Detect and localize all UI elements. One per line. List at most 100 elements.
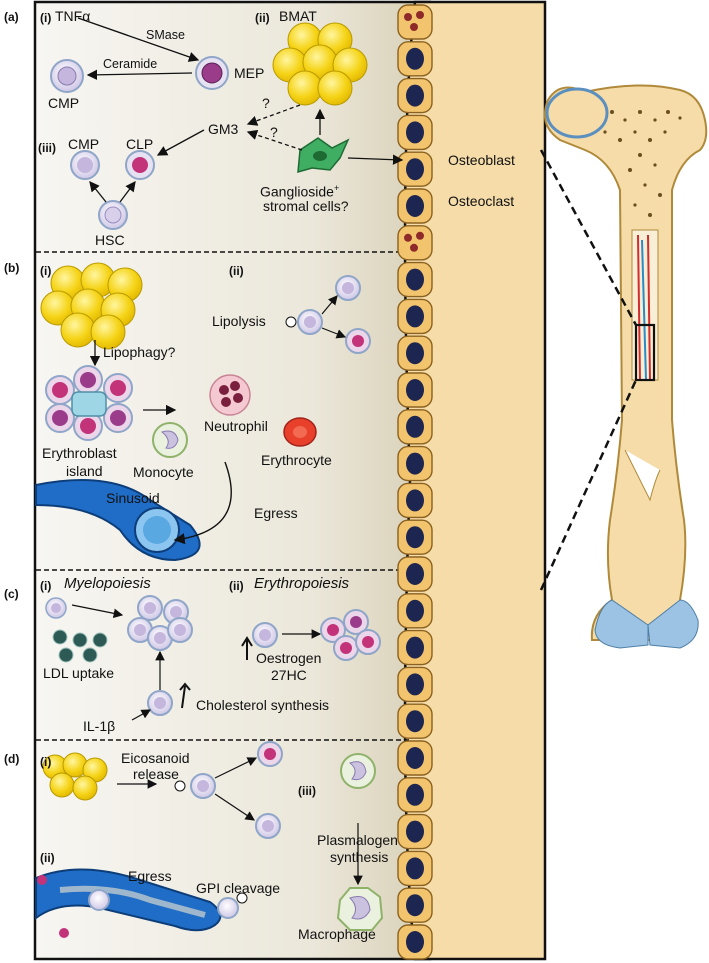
panel-b-i: (i) xyxy=(40,264,52,278)
sinusoid-label: Sinusoid xyxy=(106,490,160,506)
osteoclast-nucleus xyxy=(410,243,418,252)
ldl-particles xyxy=(52,629,108,663)
femur-illustration xyxy=(544,84,708,649)
monocyte-d xyxy=(340,753,376,789)
sinusoid-vessel xyxy=(35,479,201,562)
synthesis-label: synthesis xyxy=(330,849,389,865)
osteoblast-nucleus xyxy=(406,820,424,843)
egressed-cell-d xyxy=(217,897,239,919)
osteoblast-label: Osteoblast xyxy=(448,152,515,168)
osteoblast-nucleus xyxy=(406,452,424,475)
question-mark-1: ? xyxy=(262,95,270,111)
panel-a-graphics xyxy=(50,17,404,230)
osteoblast-nucleus xyxy=(406,84,424,107)
bmat-cluster xyxy=(272,22,368,106)
zoom-line-top xyxy=(539,149,638,326)
panel-b-graphics xyxy=(35,262,371,562)
panel-b-tag: (b) xyxy=(4,261,20,275)
erythroblast-label: Erythroblast xyxy=(42,445,117,461)
lipophagy-label: Lipophagy? xyxy=(103,344,176,360)
panel-a-i: (i) xyxy=(40,11,52,25)
panel-c-i: (i) xyxy=(40,579,52,593)
gpi-label: GPI cleavage xyxy=(196,880,281,896)
panel-d-ii: (ii) xyxy=(40,851,55,865)
panel-d-graphics xyxy=(35,741,384,938)
cmp-label-2: CMP xyxy=(68,136,100,152)
mep-nucleus xyxy=(201,62,223,84)
osteoblast-nucleus xyxy=(406,710,424,733)
panel-c-graphics xyxy=(45,595,381,721)
stromal-label: stromal cells? xyxy=(263,198,349,214)
gm3-label: GM3 xyxy=(208,121,239,137)
osteoblast-nucleus xyxy=(406,783,424,806)
erythropoiesis-label: Erythropoiesis xyxy=(254,575,350,592)
osteoblast-nucleus xyxy=(406,747,424,769)
osteoclast-cell xyxy=(397,4,433,40)
cmp-label: CMP xyxy=(48,95,80,111)
cholesterol-label: Cholesterol synthesis xyxy=(196,697,330,713)
monocyte-cell xyxy=(152,422,188,458)
ganglioside-plus: + xyxy=(333,183,340,193)
lipid-droplet xyxy=(285,316,297,328)
adipocyte-cluster-d xyxy=(42,752,108,801)
egress-arrow-b xyxy=(173,461,232,545)
blood-vessel-d xyxy=(35,868,222,938)
ceramide-label: Ceramide xyxy=(103,57,158,71)
il1b-label: IL-1β xyxy=(83,718,116,734)
island-label: island xyxy=(66,463,103,479)
eicosanoid-label: Eicosanoid xyxy=(121,750,190,766)
release-label: release xyxy=(133,766,179,782)
hsc-label: HSC xyxy=(95,232,125,248)
osteoblast-nucleus xyxy=(406,563,424,585)
neutrophil-label: Neutrophil xyxy=(204,418,268,434)
panel-d-tag: (d) xyxy=(4,752,20,766)
osteoclast-nucleus xyxy=(410,23,418,31)
osteoblast-nucleus xyxy=(406,636,424,659)
panel-d-i: (i) xyxy=(40,755,52,769)
tnf-label: TNFα xyxy=(55,8,91,24)
osteoclast-cell xyxy=(397,225,433,261)
macrophage-cell xyxy=(336,887,384,931)
femoral-head xyxy=(545,87,609,139)
lateral-condyle xyxy=(647,599,699,649)
panel-c-tag: (c) xyxy=(4,587,19,601)
osteoclast-nucleus xyxy=(404,233,412,242)
bmat-label: BMAT xyxy=(279,8,317,24)
osteoblast-nucleus xyxy=(406,121,424,144)
osteoblast-nucleus xyxy=(406,857,424,880)
question-mark-2: ? xyxy=(270,124,278,140)
plasmalogen-label: Plasmalogen xyxy=(317,832,398,848)
myelopoiesis-label: Myelopoiesis xyxy=(64,575,151,592)
smase-label: SMase xyxy=(146,28,185,42)
osteoblast-nucleus xyxy=(406,894,424,917)
zoom-box xyxy=(634,323,656,382)
panel-a-iii: (iii) xyxy=(38,141,56,155)
osteoblast-nucleus xyxy=(406,158,424,181)
clp-label: CLP xyxy=(126,136,154,152)
osteoblast-nucleus xyxy=(406,526,424,549)
panel-b-ii: (ii) xyxy=(229,264,244,278)
erythroblast-island xyxy=(45,365,133,441)
oestrogen-label: Oestrogen xyxy=(256,650,322,666)
osteoblast-nucleus xyxy=(406,195,424,217)
adipocyte-cluster-b xyxy=(40,262,143,350)
osteoblast-nucleus xyxy=(406,489,424,512)
macrophage-label: Macrophage xyxy=(298,926,376,942)
cmp-nucleus xyxy=(57,66,77,86)
osteoclast-nucleus xyxy=(416,11,424,19)
osteoblast-nucleus xyxy=(406,47,424,70)
osteoblast-nucleus xyxy=(406,342,424,365)
monocyte-label: Monocyte xyxy=(133,464,194,480)
osteoblast-nucleus xyxy=(406,673,424,696)
erythrocyte-label: Erythrocyte xyxy=(261,452,332,468)
27hc-label: 27HC xyxy=(271,667,307,683)
osteoclast-nucleus xyxy=(404,13,412,21)
panel-c-ii: (ii) xyxy=(229,579,244,593)
mep-label: MEP xyxy=(234,65,265,81)
osteoblast-nucleus xyxy=(406,268,424,291)
lipolysis-label: Lipolysis xyxy=(212,313,266,329)
egress-label-d: Egress xyxy=(128,868,172,884)
osteoclast-label: Osteoclast xyxy=(448,193,515,209)
neutrophil-cell xyxy=(209,374,251,416)
